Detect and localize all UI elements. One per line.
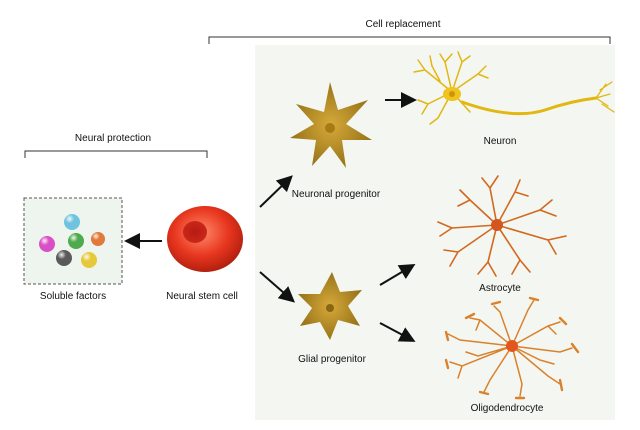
neuronal-progenitor-icon: [290, 82, 372, 168]
glial-progenitor-icon: [298, 272, 362, 340]
neuron-label: Neuron: [483, 136, 517, 147]
cell-replacement-bracket: [208, 36, 611, 44]
neural-stem-cell-label: Neural stem cell: [166, 291, 238, 302]
neural-protection-bracket: [24, 150, 208, 158]
neural-protection-label: Neural protection: [74, 133, 152, 144]
arrow-to-neuronal-progenitor: [259, 175, 293, 208]
oligodendrocyte-label: Oligodendrocyte: [470, 403, 544, 414]
neuronal-progenitor-label: Neuronal progenitor: [291, 189, 381, 200]
soluble-factors-label: Soluble factors: [39, 291, 107, 302]
neuron-icon: [413, 51, 615, 125]
arrow-to-glial-progenitor: [259, 271, 296, 303]
glial-progenitor-label: Glial progenitor: [298, 354, 366, 365]
soluble-factors-box: [23, 197, 123, 285]
astrocyte-icon: [437, 175, 567, 277]
neural-stem-cell-icon: [167, 206, 243, 272]
arrow-to-astrocyte: [379, 263, 416, 286]
arrow-to-oligodendrocyte: [379, 322, 416, 342]
astrocyte-label: Astrocyte: [479, 283, 521, 294]
cell-replacement-label: Cell replacement: [365, 19, 441, 30]
oligodendrocyte-icon: [444, 296, 580, 400]
